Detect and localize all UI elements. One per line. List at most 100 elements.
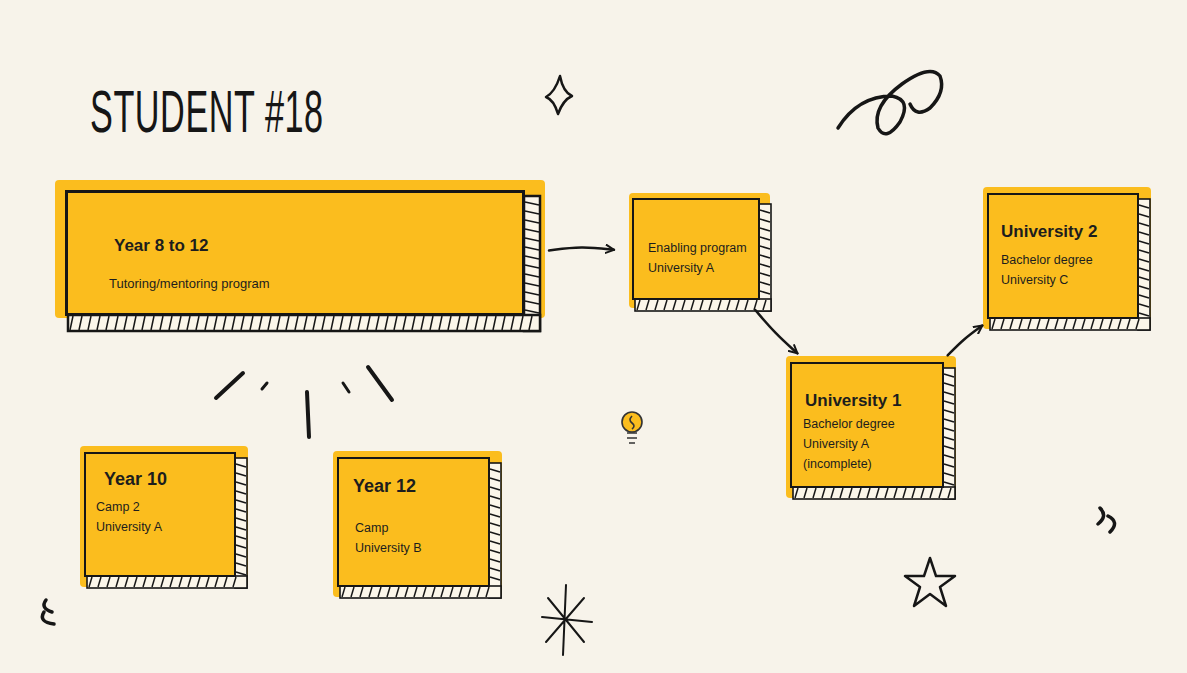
box-shape	[629, 193, 771, 311]
hatch-line	[1100, 319, 1103, 329]
hatch-line	[457, 316, 460, 330]
hatch-line	[268, 316, 271, 330]
box-shape	[55, 180, 545, 331]
hatch-line	[1109, 319, 1112, 329]
hatch-line	[196, 316, 199, 330]
hatch-line	[178, 316, 181, 330]
hatch-line	[673, 300, 676, 310]
hatch-line	[490, 514, 500, 517]
hatch-line	[637, 300, 640, 310]
hatch-line	[529, 316, 532, 330]
hatch-line	[1037, 319, 1040, 329]
hatch-line	[450, 587, 453, 597]
box-body-text: Tutoring/mentoring program	[109, 274, 497, 294]
hatch-line	[405, 587, 408, 597]
hatch-line	[867, 488, 870, 498]
hatch-line	[124, 316, 127, 330]
hatch-line	[459, 587, 462, 597]
hatch-line	[423, 587, 426, 597]
hatch-line	[831, 488, 834, 498]
highlight-blob	[983, 187, 1151, 329]
hatch-line	[1139, 259, 1149, 262]
hatch-line	[655, 300, 658, 310]
hatch-line	[215, 577, 218, 587]
hatch-line	[143, 577, 146, 587]
hatch-line	[944, 383, 954, 386]
hatch-line	[763, 300, 766, 310]
page-title: STUDENT #18	[90, 76, 324, 148]
hatch-line	[179, 577, 182, 587]
hatch-line	[236, 527, 246, 530]
highlight-blob	[786, 356, 956, 498]
highlight-blob	[80, 446, 248, 587]
depth-strip	[990, 318, 1150, 330]
hatch-line	[858, 488, 861, 498]
stage-box: University 2Bachelor degree University C	[987, 193, 1139, 319]
hatch-line	[944, 419, 954, 422]
hatch-line	[151, 316, 154, 330]
hatch-line	[236, 464, 246, 467]
depth-strip	[340, 586, 501, 598]
hatch-line	[1010, 319, 1013, 329]
hatch-line	[477, 587, 480, 597]
hatch-line	[475, 316, 478, 330]
hatch-line	[525, 283, 539, 286]
hatch-line	[134, 577, 137, 587]
hatch-line	[1139, 277, 1149, 280]
hatch-line	[525, 310, 539, 313]
hatch-line	[1139, 232, 1149, 235]
hatch-line	[1139, 205, 1149, 208]
hatch-line	[412, 316, 415, 330]
hatch-line	[525, 274, 539, 277]
hatch-line	[760, 219, 770, 222]
hatch-line	[97, 316, 100, 330]
hatch-line	[760, 228, 770, 231]
hatch-line	[188, 577, 191, 587]
hatch-line	[236, 473, 246, 476]
hatch-line	[944, 410, 954, 413]
hatch-line	[525, 211, 539, 214]
hatch-line	[349, 316, 352, 330]
hatch-line	[944, 437, 954, 440]
hatch-line	[944, 446, 954, 449]
hatch-line	[351, 587, 354, 597]
hatch-line	[133, 316, 136, 330]
hatch-line	[224, 577, 227, 587]
hatch-line	[525, 292, 539, 295]
hatch-line	[421, 316, 424, 330]
hatch-line	[876, 488, 879, 498]
hatch-line	[439, 316, 442, 330]
hatch-line	[1055, 319, 1058, 329]
hatch-line	[430, 316, 433, 330]
hatch-line	[921, 488, 924, 498]
hatch-line	[89, 577, 92, 587]
hatch-line	[394, 316, 397, 330]
box-heading: Year 8 to 12	[114, 235, 502, 256]
hatch-line	[414, 587, 417, 597]
flow-arrow	[948, 326, 983, 356]
depth-strip	[87, 576, 247, 588]
hatch-line	[369, 587, 372, 597]
hatch-line	[490, 541, 500, 544]
hatch-line	[736, 300, 739, 310]
hatch-line	[760, 264, 770, 267]
hatch-line	[745, 300, 748, 310]
depth-strip	[635, 299, 771, 311]
box-body-text: Camp 2 University A	[96, 497, 181, 537]
hatch-line	[885, 488, 888, 498]
hatch-line	[490, 487, 500, 490]
hatch-line	[944, 464, 954, 467]
hatch-line	[709, 300, 712, 310]
flow-arrow	[549, 247, 614, 250]
depth-strip	[235, 458, 247, 588]
hatch-line	[490, 559, 500, 562]
hatch-line	[804, 488, 807, 498]
box-body-text: Camp University B	[355, 518, 440, 558]
highlight-blob	[629, 193, 770, 308]
hatch-line	[486, 587, 489, 597]
hatch-line	[468, 587, 471, 597]
depth-strip	[1138, 199, 1150, 330]
hatch-line	[277, 316, 280, 330]
hatch-line	[760, 255, 770, 258]
